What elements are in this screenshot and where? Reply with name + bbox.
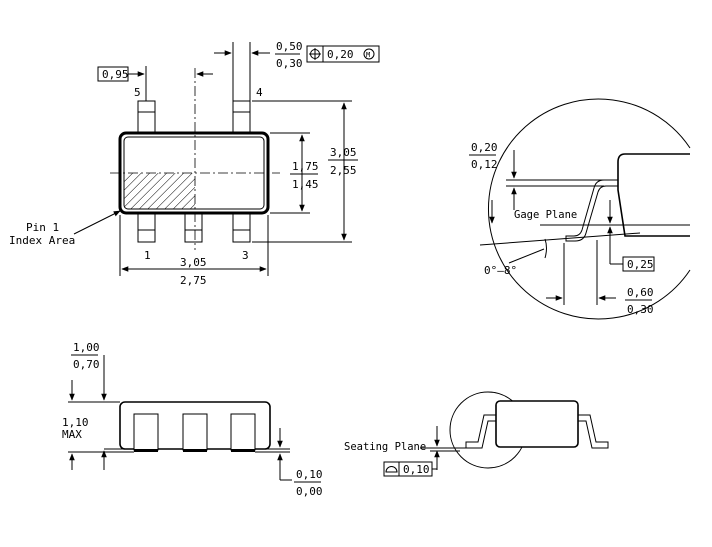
standoff-max: 1,00	[73, 341, 100, 354]
foot-length-max: 0,60	[627, 286, 654, 299]
pitch-dim: 0,95	[102, 68, 129, 81]
detail-body	[617, 153, 690, 237]
pin-label-5: 5	[134, 86, 141, 99]
lead-4	[232, 100, 251, 134]
profile-surface-icon	[385, 466, 398, 473]
coplanarity-frame: 0,10	[383, 461, 433, 477]
gage-plane-detail: 0,20 0,12 Gage Plane 0,25 0°–8° 0,60 0,3…	[469, 98, 691, 320]
pin1-label-line2: Index Area	[9, 234, 75, 247]
pin-label-3: 3	[242, 249, 249, 262]
pin1-index-area	[124, 173, 195, 209]
lead-width-max: 0,50	[276, 40, 303, 53]
foot-length-min: 0,30	[627, 303, 654, 316]
body-width-min: 1,45	[292, 178, 319, 191]
lead-thickness-max: 0,20	[471, 141, 498, 154]
seating-plane-detail: Seating Plane 0,10	[344, 391, 609, 477]
position-tolerance-value: 0,20	[327, 48, 354, 61]
seating-plane-label: Seating Plane	[344, 441, 426, 453]
small-lead-right	[578, 414, 609, 449]
lead-3	[232, 209, 251, 243]
pin-label-4: 4	[256, 86, 263, 99]
lead-offset-min: 0,00	[296, 485, 323, 498]
top-view: 5 4 1 3 0,95 0,50 0,30 0,20 M	[9, 40, 380, 287]
side-lead-3	[230, 413, 256, 451]
side-lead-2	[182, 413, 208, 451]
total-width-max: 3,05	[330, 146, 357, 159]
body-length-max: 3,05	[180, 256, 207, 269]
body-width-max: 1,75	[292, 160, 319, 173]
body-length-min: 2,75	[180, 274, 207, 287]
gage-plane-label: Gage Plane	[514, 209, 577, 221]
position-tolerance-frame: 0,20 M	[306, 45, 380, 63]
lead-thickness-min: 0,12	[471, 158, 498, 171]
height-dim: 1,10	[62, 416, 89, 429]
pin1-label-line1: Pin 1	[26, 221, 59, 234]
coplanarity-value: 0,10	[403, 463, 430, 476]
mmc-symbol: M	[366, 51, 370, 59]
mmc-circle-icon	[363, 48, 375, 60]
height-note: MAX	[62, 428, 82, 441]
side-lead-1	[133, 413, 159, 451]
lead-offset-max: 0,10	[296, 468, 323, 481]
lead-width-min: 0,30	[276, 57, 303, 70]
gage-dimension: 0,25	[627, 258, 654, 271]
detail-circle	[488, 98, 691, 320]
side-view: 1,00 0,70 1,10 MAX 0,10 0,00	[62, 341, 323, 498]
total-width-min: 2,55	[330, 164, 357, 177]
lead-1	[137, 209, 156, 243]
pin-label-1: 1	[144, 249, 151, 262]
standoff-min: 0,70	[73, 358, 100, 371]
angle-dim: 0°–8°	[484, 264, 517, 277]
small-lead-left	[465, 414, 496, 449]
lead-2	[184, 209, 203, 243]
lead-5	[137, 100, 156, 134]
small-body	[495, 400, 579, 448]
